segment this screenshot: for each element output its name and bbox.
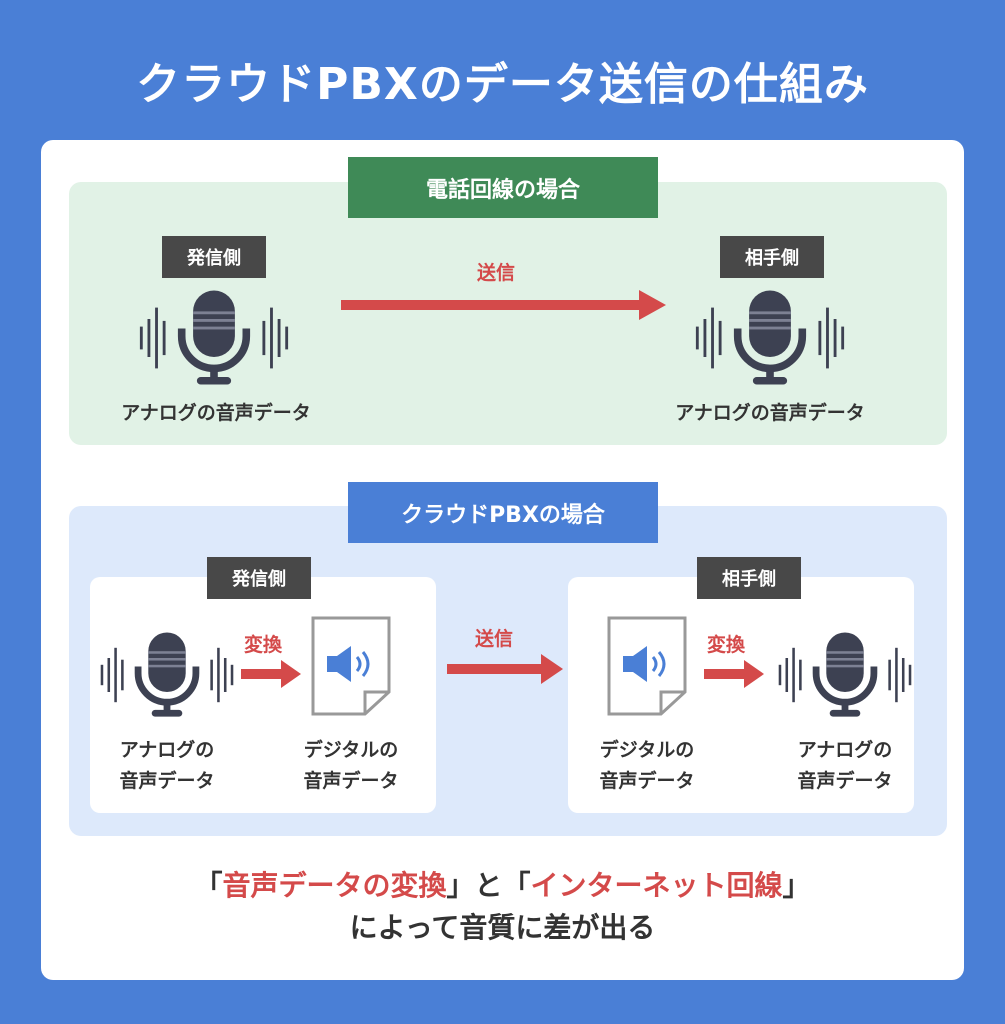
phone-sender-tag: 発信側: [162, 236, 266, 278]
highlight-text: 音声データの変換: [222, 869, 447, 902]
cloud-sender-digital-caption: デジタルの 音声データ: [271, 735, 431, 797]
phone-receiver-tag: 相手側: [720, 236, 824, 278]
cloud-pbx-heading: クラウドPBXの場合: [348, 482, 658, 543]
cloud-receiver-digital-caption: デジタルの 音声データ: [567, 735, 727, 797]
convert-label: 変換: [707, 634, 746, 656]
audio-file-icon: [311, 614, 391, 718]
phone-send-label: 送信: [477, 262, 516, 284]
arrow-right-icon: [241, 660, 301, 688]
quote-mark: 「: [194, 869, 223, 902]
summary-line-2: によって音質に差が出る: [349, 911, 656, 944]
convert-label: 変換: [244, 634, 283, 656]
microphone-icon: [777, 630, 913, 720]
cloud-sender-analog-caption: アナログの 音声データ: [87, 735, 247, 797]
quote-mark: 」と「: [446, 869, 531, 902]
cloud-sender-tag: 発信側: [207, 557, 311, 599]
cloud-receiver-analog-caption: アナログの 音声データ: [765, 735, 925, 797]
page-title: クラウドPBXのデータ送信の仕組み: [136, 59, 869, 110]
caption-line: 音声データ: [797, 770, 893, 792]
phone-receiver-caption: アナログの音声データ: [675, 402, 865, 424]
cloud-send-label: 送信: [475, 628, 514, 650]
audio-file-icon: [607, 614, 687, 718]
summary-line-1: 「音声データの変換」と「インターネット回線」: [41, 864, 964, 904]
arrow-right-icon: [447, 654, 563, 684]
arrow-right-icon: [704, 660, 764, 688]
highlight-text: インターネット回線: [530, 869, 783, 902]
quote-mark: 」: [782, 869, 811, 902]
phone-line-heading: 電話回線の場合: [348, 157, 658, 218]
caption-line: アナログの: [119, 739, 215, 761]
microphone-icon: [138, 288, 290, 388]
microphone-icon: [694, 288, 846, 388]
main-card: 電話回線の場合 発信側 アナログの音声データ 送信 相手側 アナログの音声データ…: [41, 140, 964, 980]
cloud-receiver-tag: 相手側: [697, 557, 801, 599]
caption-line: デジタルの: [599, 739, 695, 761]
caption-line: 音声データ: [119, 770, 215, 792]
microphone-icon: [99, 630, 235, 720]
caption-line: デジタルの: [303, 739, 399, 761]
caption-line: 音声データ: [303, 770, 399, 792]
phone-sender-caption: アナログの音声データ: [121, 402, 311, 424]
caption-line: アナログの: [797, 739, 893, 761]
arrow-right-icon: [341, 290, 666, 320]
caption-line: 音声データ: [599, 770, 695, 792]
